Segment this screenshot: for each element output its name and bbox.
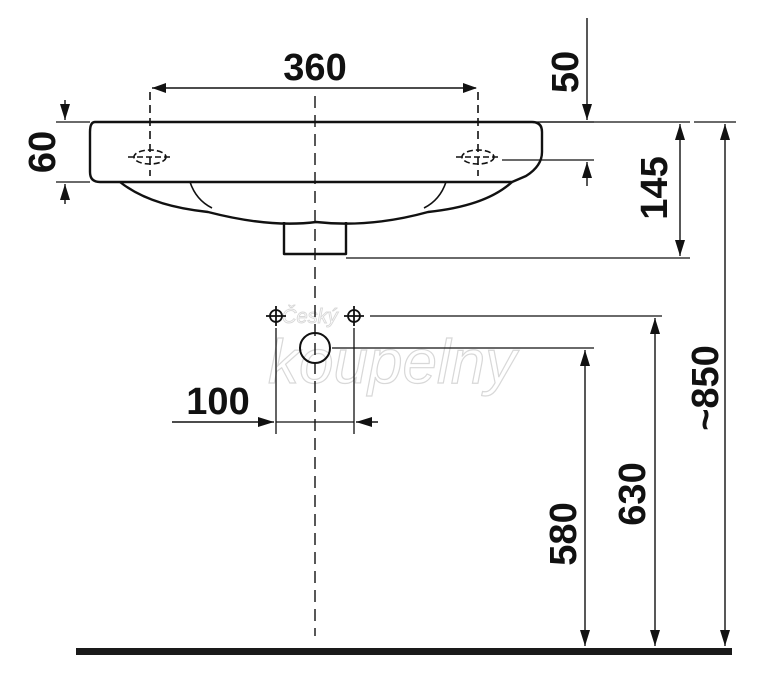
dim-drain-height-label: 580 [543, 502, 585, 565]
watermark-line2: koupelny [268, 328, 520, 397]
basin-bowl [119, 181, 513, 225]
floor-line [76, 648, 732, 655]
dim-supply-spacing-label: 100 [186, 381, 249, 423]
supply-connections [266, 306, 364, 364]
dim-width: 360 [152, 47, 477, 93]
dim-overflow-label: 50 [545, 51, 587, 93]
dim-overflow: 50 [502, 18, 594, 186]
washbasin [88, 120, 544, 256]
basin-outlet [282, 222, 348, 256]
basin-rim [88, 120, 544, 184]
dim-basin-depth-label: 145 [634, 156, 676, 219]
dim-supply-spacing: 100 [172, 328, 378, 434]
dim-rim-height: 60 [22, 100, 90, 204]
dim-drain-height: 580 [332, 347, 594, 646]
basin-inner-left [189, 181, 213, 209]
dim-rim-height-label: 60 [22, 131, 64, 173]
basin-inner-right [423, 181, 447, 209]
watermark: Český koupelny [267, 305, 520, 398]
dim-supply-height: 630 [370, 315, 662, 646]
dim-overall-height: ~850 [685, 121, 736, 646]
dim-overall-height-label: ~850 [685, 345, 727, 431]
dim-width-label: 360 [283, 47, 346, 89]
dim-supply-height-label: 630 [612, 462, 654, 525]
watermark-line1: Český [282, 305, 339, 328]
drain-outlet [299, 332, 331, 364]
rim-mounting-holes [128, 92, 500, 176]
dim-basin-depth: 145 [346, 121, 690, 259]
